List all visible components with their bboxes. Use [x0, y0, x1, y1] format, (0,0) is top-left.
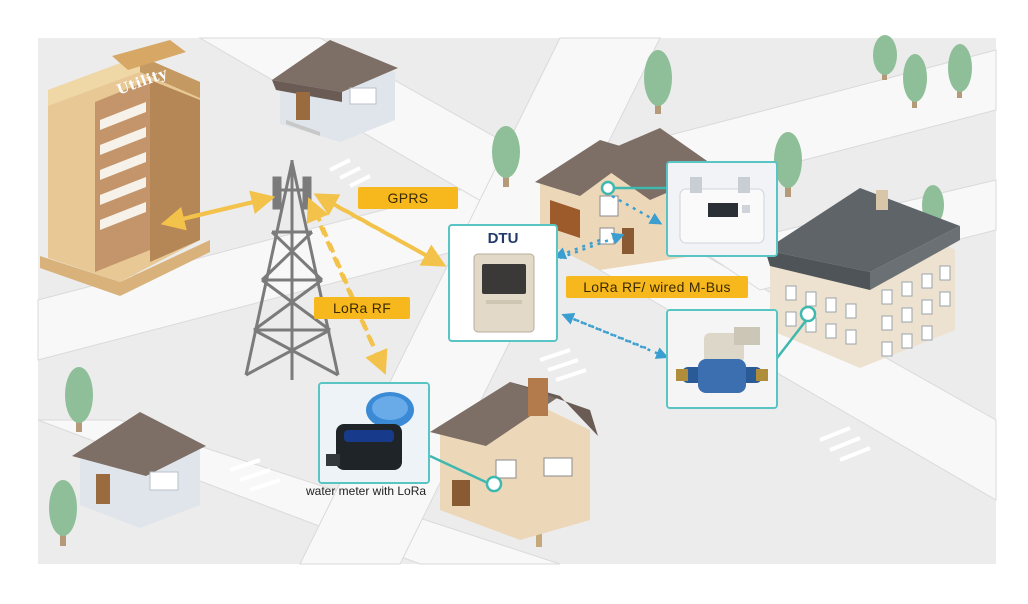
tree-icon [903, 54, 927, 108]
lora-rf-label: LoRa RF [314, 297, 410, 319]
crosswalks [229, 158, 871, 492]
cell-tower-icon [244, 160, 340, 380]
wired-water-meter-panel [666, 309, 778, 409]
gas-meter-icon [668, 163, 776, 255]
mbus-link [553, 194, 669, 359]
tree-icon [873, 35, 897, 80]
lora-wired-mbus-label: LoRa RF/ wired M-Bus [566, 276, 748, 298]
meter-connector [429, 180, 817, 493]
water-meter-icon [668, 311, 776, 407]
gprs-link-dtu [313, 193, 447, 267]
apartment-building-icon [765, 188, 960, 368]
water-meter-icon [320, 384, 428, 482]
gas-meter-panel [666, 161, 778, 257]
house-icon [72, 412, 206, 528]
tree-icon [492, 126, 520, 187]
dtu-title: DTU [487, 230, 519, 247]
water-meter-caption: water meter with LoRa [306, 484, 427, 498]
house-icon [272, 40, 398, 142]
tree-icon [49, 480, 77, 546]
lora-water-meter-panel [318, 382, 430, 484]
gprs-link-utility [160, 190, 276, 231]
tree-icon [65, 367, 93, 432]
tree-icon [644, 50, 672, 114]
tree-icon [774, 132, 802, 197]
tree-icon [948, 44, 972, 98]
gprs-label: GPRS [358, 187, 458, 209]
dtu-device-panel: DTU [448, 224, 558, 342]
lora-rf-link [306, 197, 388, 375]
house-icon [430, 378, 598, 540]
dtu-device-icon [473, 253, 535, 333]
